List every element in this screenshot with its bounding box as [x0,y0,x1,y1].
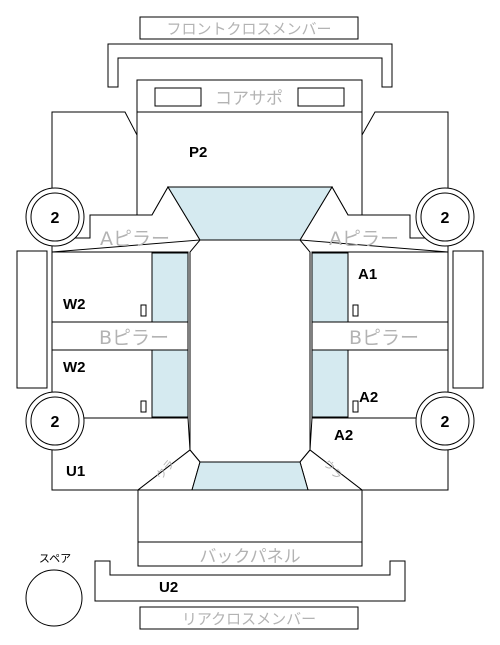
back-panel-label: バックパネル [199,547,300,567]
left-rear-wheel-mark: 2 [51,414,60,431]
mark-p2: P2 [189,144,207,161]
mark-a2-quarter: A2 [334,427,353,444]
left-front-door-handle [140,304,147,317]
core-support-right-light [297,87,345,107]
right-b-pillar-label: Bピラー [349,327,419,349]
left-front-window [151,252,189,323]
mark-a1: A1 [358,266,377,283]
left-front-wheel-mark: 2 [51,210,60,227]
trunk-panel [137,489,363,543]
mark-u1: U1 [66,463,85,480]
right-front-door-handle [352,304,359,317]
rear-frame-bracket [94,560,406,602]
right-b-pillar [311,321,449,351]
left-rear-wheel [25,391,85,451]
right-rear-window [311,349,349,418]
right-rear-wheel [415,391,475,451]
front-cross-member-label: フロントクロスメンバー [166,20,331,38]
right-rear-wheel-mark: 2 [441,414,450,431]
left-a-pillar [51,186,201,253]
mark-w2-rear: W2 [63,359,86,376]
mark-a2-door: A2 [359,389,378,406]
core-support-left-light [154,87,202,107]
right-a-pillar-label: Aピラー [329,228,399,250]
mark-w2-front: W2 [63,296,86,313]
rear-window [191,461,309,491]
right-front-wheel-mark: 2 [441,210,450,227]
back-panel-box [137,541,363,567]
spare-label: スペア [39,552,71,565]
left-b-pillar-label: Bピラー [99,327,169,349]
mark-u2: U2 [159,579,178,596]
left-rear-door-handle [140,400,147,413]
left-rear-window [151,349,189,418]
left-a-pillar-label: Aピラー [100,228,170,250]
rear-cross-member-box [139,606,359,630]
right-rear-door-handle [352,400,359,413]
spare-tire [25,569,83,627]
right-a-pillar [299,186,449,253]
left-front-wheel [25,187,85,247]
right-front-wheel [415,187,475,247]
right-front-window [311,252,349,323]
rear-cross-member-label: リアクロスメンバー [182,610,316,628]
left-side-sill [16,250,48,389]
roof-panel [189,239,311,463]
left-b-pillar [51,321,189,351]
right-side-sill [452,250,484,389]
front-cross-member-box [139,16,359,40]
front-frame-bracket [107,43,393,88]
core-support-label: コアサポ [215,89,283,109]
